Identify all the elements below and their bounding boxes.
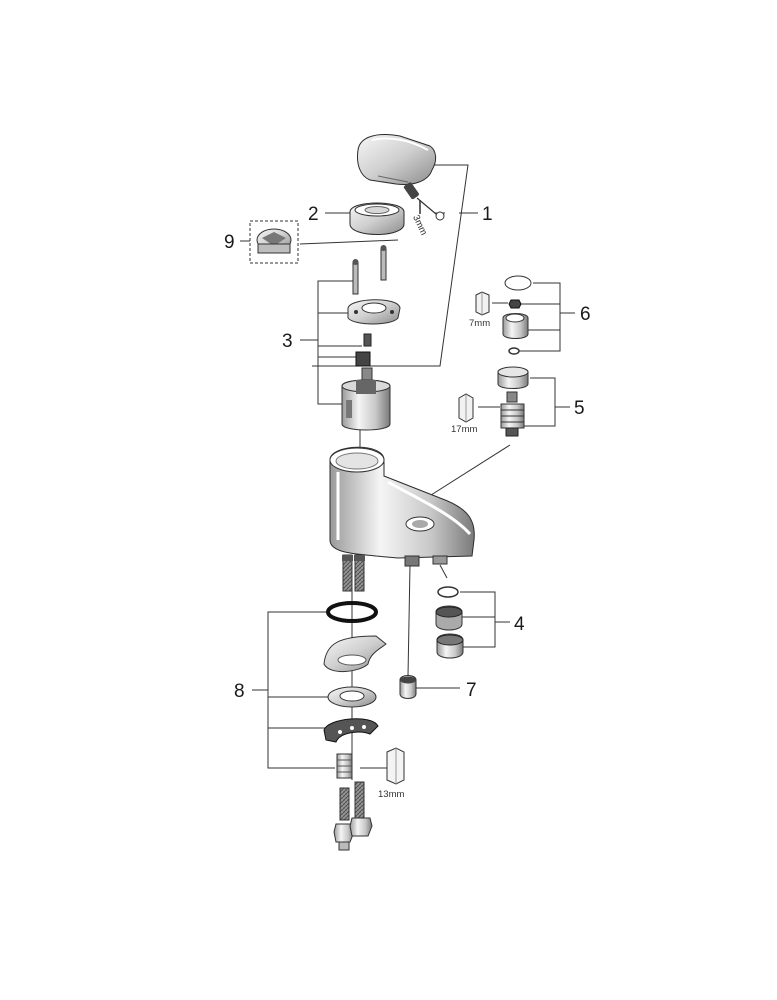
- hex-socket-13mm: [386, 747, 405, 785]
- flange-screw: [363, 333, 372, 347]
- tool-size-3mm: 3mm: [410, 213, 429, 237]
- handle-insert: [249, 220, 299, 264]
- callout-7: 7: [466, 680, 477, 701]
- aerator-insert: [435, 605, 463, 631]
- cap-disc: [504, 275, 532, 291]
- aerator-washer: [437, 586, 459, 598]
- handle-lever: [357, 134, 437, 185]
- fixing-screws: [352, 245, 387, 295]
- callout-4: 4: [514, 614, 525, 635]
- threaded-stud: [336, 753, 353, 779]
- cartridge-adapter: [355, 351, 371, 367]
- connection-hoses-top: [342, 554, 365, 592]
- grub-screw: [403, 182, 445, 221]
- fitting: [399, 675, 417, 699]
- callout-8: 8: [234, 681, 245, 702]
- callout-5: 5: [574, 398, 585, 419]
- callout-3: 3: [282, 331, 293, 352]
- hex-socket-7mm: [475, 291, 490, 316]
- tool-size-13mm: 13mm: [378, 789, 404, 800]
- valve-seat: [502, 313, 529, 339]
- support-disc: [327, 686, 377, 708]
- aerator-housing: [436, 633, 464, 659]
- check-valve: [500, 391, 525, 437]
- horseshoe-gasket: [323, 635, 387, 672]
- callout-6: 6: [580, 304, 591, 325]
- washer-small: [508, 347, 520, 355]
- tool-size-17mm: 17mm: [451, 424, 477, 435]
- valve-housing: [497, 366, 529, 389]
- fixing-flange: [347, 299, 401, 325]
- hex-socket-17mm: [458, 393, 474, 423]
- o-ring: [326, 601, 378, 623]
- connection-hoses: [333, 781, 373, 851]
- clamp-plate: [323, 718, 379, 743]
- callout-9: 9: [224, 232, 235, 253]
- escutcheon-cap: [349, 202, 405, 235]
- callout-1: 1: [482, 204, 493, 225]
- tap-body: [329, 446, 475, 567]
- leader-lines: [240, 164, 575, 780]
- small-nut: [508, 299, 522, 309]
- cartridge: [341, 367, 391, 431]
- tool-size-7mm: 7mm: [469, 318, 490, 329]
- callout-2: 2: [308, 204, 319, 225]
